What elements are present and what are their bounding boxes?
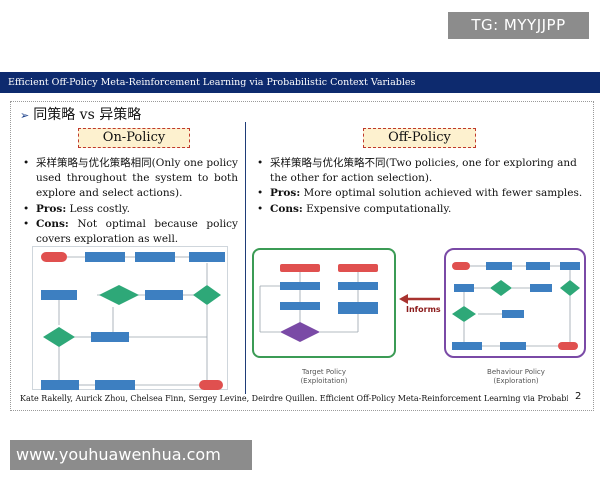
bullet-label: Cons: xyxy=(270,202,303,215)
slide-heading: ➢同策略 vs 异策略 xyxy=(20,104,141,124)
bullet-item: Cons: Not optimal because policy covers … xyxy=(20,217,238,247)
bullet-text: Not optimal because policy covers explor… xyxy=(36,217,238,246)
target-start-shape xyxy=(338,264,378,272)
behaviour-process-shape xyxy=(526,262,550,270)
column-divider xyxy=(245,122,246,394)
behaviour-start-shape xyxy=(452,262,470,270)
bullet-item: Pros: Less costly. xyxy=(20,202,238,217)
bullet-text: More optimal solution achieved with fewe… xyxy=(300,187,583,200)
behaviour-decision-shape xyxy=(560,280,580,296)
bullet-text: 采样策略与优化策略相同(Only one policy used through… xyxy=(36,157,238,200)
on-policy-label: On-Policy xyxy=(78,128,190,148)
behaviour-policy-flowchart-svg xyxy=(452,262,580,350)
behaviour-policy-caption: Behaviour Policy (Exploration) xyxy=(468,368,564,386)
bullet-text: 采样策略与优化策略不同(Two policies, one for explor… xyxy=(270,157,577,185)
behaviour-end-shape xyxy=(558,342,578,350)
bullet-label: Pros: xyxy=(36,202,67,215)
watermark-bottom: www.youhuawenhua.com xyxy=(10,440,252,470)
behaviour-process-shape xyxy=(502,310,524,318)
bullet-item: 采样策略与优化策略相同(Only one policy used through… xyxy=(20,156,238,202)
behaviour-decision-shape xyxy=(452,306,476,322)
slide-frame xyxy=(10,101,594,411)
heading-text: 同策略 vs 异策略 xyxy=(33,107,142,123)
process-step-shape xyxy=(145,290,183,300)
behaviour-decision-shape xyxy=(490,280,512,296)
behaviour-process-shape xyxy=(452,342,482,350)
arrow-bullet-icon: ➢ xyxy=(20,109,30,122)
bullet-item: 采样策略与优化策略不同(Two policies, one for explor… xyxy=(254,156,584,186)
target-caption-line2: (Exploitation) xyxy=(300,377,348,385)
bullet-label: Cons: xyxy=(36,217,69,230)
behaviour-caption-line1: Behaviour Policy xyxy=(487,368,545,376)
on-policy-flowchart xyxy=(32,246,228,390)
on-policy-flowchart-svg xyxy=(41,252,225,390)
decision-diamond-shape xyxy=(193,285,221,305)
decision-diamond-shape xyxy=(43,327,75,347)
target-process-shape xyxy=(338,302,378,314)
process-step-shape xyxy=(85,252,125,262)
bullet-item: Pros: More optimal solution achieved wit… xyxy=(254,186,584,201)
informs-label: Informs xyxy=(406,305,441,314)
start-terminal-shape xyxy=(41,252,67,262)
off-policy-bullets: 采样策略与优化策略不同(Two policies, one for explor… xyxy=(254,156,584,217)
process-step-shape xyxy=(41,380,79,390)
target-process-shape xyxy=(338,282,378,290)
bullet-text: Less costly. xyxy=(66,202,130,215)
page-number: 2 xyxy=(575,391,582,402)
target-policy-flowchart-svg xyxy=(259,264,378,342)
slide-banner-title: Efficient Off-Policy Meta-Reinforcement … xyxy=(0,72,600,93)
target-start-shape xyxy=(280,264,320,272)
behaviour-caption-line2: (Exploration) xyxy=(493,377,539,385)
informs-arrow-icon xyxy=(399,294,440,304)
behaviour-process-shape xyxy=(454,284,474,292)
decision-diamond-shape xyxy=(99,285,139,305)
target-policy-caption: Target Policy (Exploitation) xyxy=(276,368,372,386)
process-step-shape xyxy=(189,252,225,262)
behaviour-process-shape xyxy=(530,284,552,292)
behaviour-policy-flowchart xyxy=(444,248,586,358)
end-terminal-shape xyxy=(199,380,223,390)
process-step-shape xyxy=(95,380,135,390)
process-step-shape xyxy=(91,332,129,342)
off-policy-label: Off-Policy xyxy=(363,128,476,148)
target-policy-flowchart xyxy=(252,248,396,358)
citation-footer: Kate Rakelly, Aurick Zhou, Chelsea Finn,… xyxy=(20,394,568,403)
behaviour-process-shape xyxy=(486,262,512,270)
target-decision-shape xyxy=(280,322,320,342)
bullet-text: Expensive computationally. xyxy=(302,202,452,215)
target-caption-line1: Target Policy xyxy=(301,368,347,376)
target-process-shape xyxy=(280,282,320,290)
process-step-shape xyxy=(41,290,77,300)
behaviour-process-shape xyxy=(500,342,526,350)
bullet-item: Cons: Expensive computationally. xyxy=(254,202,584,217)
behaviour-process-shape xyxy=(560,262,580,270)
target-process-shape xyxy=(280,302,320,310)
on-policy-bullets: 采样策略与优化策略相同(Only one policy used through… xyxy=(20,156,238,247)
watermark-top: TG: MYYJJPP xyxy=(448,12,589,39)
bullet-label: Pros: xyxy=(270,187,301,200)
process-step-shape xyxy=(135,252,175,262)
